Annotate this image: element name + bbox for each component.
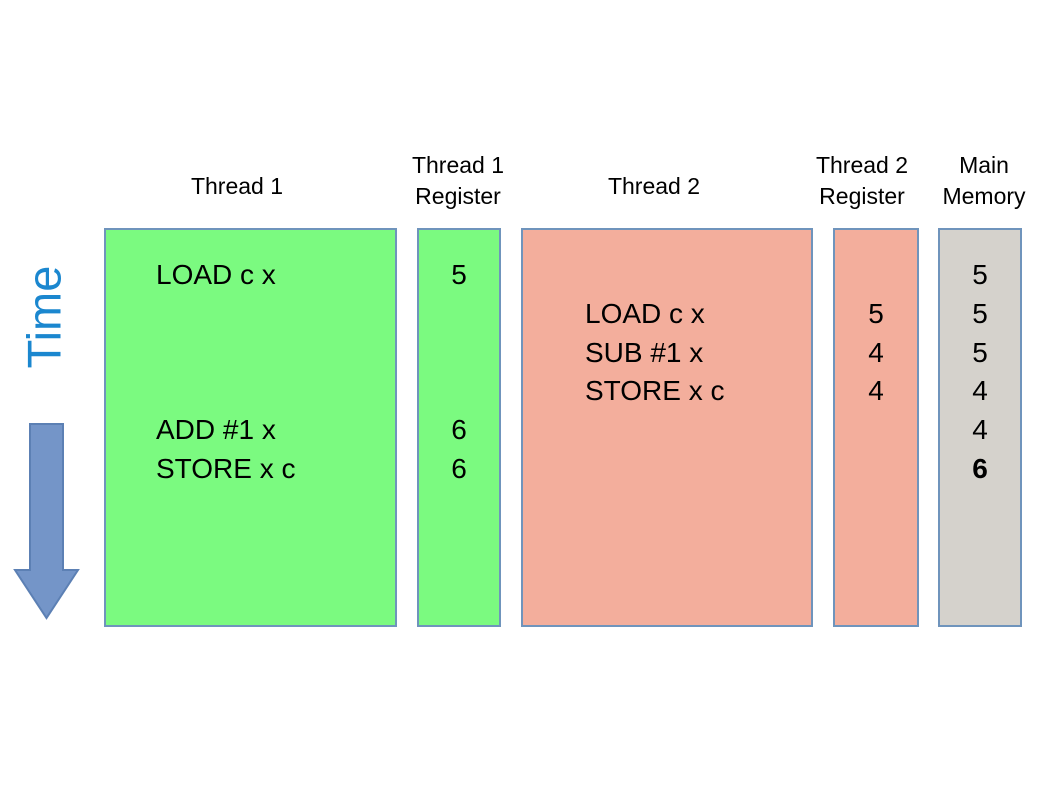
thread1-box: LOAD c x ADD #1 x STORE x c [104, 228, 397, 627]
register-value: 5 [451, 259, 467, 290]
thread2-rows: LOAD c x SUB #1 x STORE x c [523, 256, 811, 489]
thread2-box: LOAD c x SUB #1 x STORE x c [521, 228, 813, 627]
thread2-register-rows: 5 4 4 [835, 256, 917, 489]
instruction-row [523, 450, 811, 489]
instruction-row: STORE x c [585, 375, 725, 407]
header-thread1-register: Thread 1 Register [411, 152, 505, 209]
memory-value: 4 [972, 375, 988, 407]
thread1-register-rows: 5 6 6 [419, 256, 499, 489]
memory-value-final: 6 [972, 452, 988, 484]
main-memory-rows: 5 5 5 4 4 6 [940, 256, 1020, 489]
header-main-memory: Main Memory [942, 152, 1026, 209]
instruction-row: ADD #1 x [156, 414, 276, 446]
register-value [419, 334, 499, 373]
instruction-row [523, 256, 811, 295]
instruction-row: LOAD c x [156, 259, 276, 290]
memory-value: 4 [972, 414, 988, 446]
register-value [835, 256, 917, 295]
register-value: 6 [451, 452, 467, 484]
main-memory-box: 5 5 5 4 4 6 [938, 228, 1022, 627]
instruction-row [106, 372, 395, 411]
thread1-rows: LOAD c x ADD #1 x STORE x c [106, 256, 395, 489]
instruction-row [106, 334, 395, 373]
register-value [835, 450, 917, 489]
memory-value: 5 [972, 297, 988, 329]
instruction-row: SUB #1 x [585, 336, 704, 368]
memory-value: 5 [972, 259, 988, 290]
register-value: 6 [451, 414, 467, 446]
time-axis-label: Time [17, 265, 71, 369]
register-value: 5 [868, 297, 884, 329]
register-value [419, 295, 499, 334]
instruction-row [106, 295, 395, 334]
thread2-register-box: 5 4 4 [833, 228, 919, 627]
instruction-row: LOAD c x [585, 297, 705, 329]
instruction-row: STORE x c [156, 452, 296, 484]
register-value [835, 411, 917, 450]
instruction-row [523, 411, 811, 450]
header-thread2: Thread 2 [607, 173, 701, 199]
down-arrow-icon [13, 423, 80, 620]
register-value: 4 [868, 336, 884, 368]
memory-value: 5 [972, 336, 988, 368]
header-thread2-register: Thread 2 Register [815, 152, 909, 209]
register-value: 4 [868, 375, 884, 407]
header-thread1: Thread 1 [190, 173, 284, 199]
thread1-register-box: 5 6 6 [417, 228, 501, 627]
register-value [419, 372, 499, 411]
